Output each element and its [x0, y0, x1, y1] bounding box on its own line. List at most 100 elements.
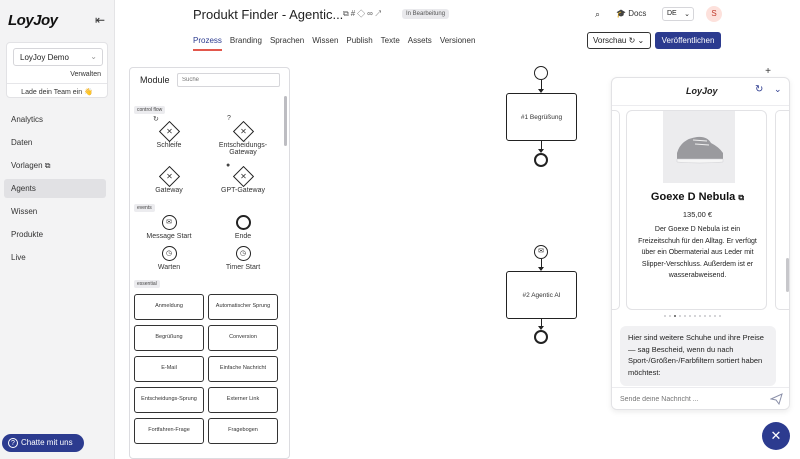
- tab-branding[interactable]: Branding: [229, 36, 262, 45]
- module-conversion[interactable]: Conversion: [208, 325, 278, 351]
- module-timer-start[interactable]: ◷ Timer Start: [208, 246, 278, 271]
- carousel-prev-card[interactable]: [612, 110, 620, 310]
- module-externer-link[interactable]: Externer Link: [208, 387, 278, 413]
- refresh-icon[interactable]: ↻: [755, 84, 764, 95]
- module-anmeldung[interactable]: Anmeldung: [134, 294, 204, 320]
- search-icon[interactable]: ⌕: [595, 9, 601, 19]
- tag-icon[interactable]: ◇: [357, 9, 368, 18]
- product-description: Der Goexe D Nebula ist ein Freizeitschuh…: [638, 226, 757, 279]
- sidebar-item-vorlagen[interactable]: Vorlagen ⧉: [11, 161, 51, 170]
- tab-sprachen[interactable]: Sprachen: [269, 36, 305, 45]
- product-name[interactable]: Goexe D Nebula ⧉: [627, 191, 768, 203]
- carousel-dots[interactable]: [664, 315, 721, 317]
- chevron-down-icon[interactable]: ⌄: [774, 84, 782, 94]
- tab-versionen[interactable]: Versionen: [439, 36, 476, 45]
- modules-search-input[interactable]: [177, 73, 280, 87]
- loop-icon: ↻: [153, 116, 159, 123]
- module-warten[interactable]: ◷ Warten: [134, 246, 204, 271]
- chat-with-us-button[interactable]: ?Chatte mit uns: [2, 434, 84, 452]
- trend-icon[interactable]: ↗: [374, 9, 384, 18]
- sidebar-item-live[interactable]: Live: [11, 253, 26, 262]
- module-entscheidungs-gateway[interactable]: ✕ Entscheidungs-Gateway: [208, 120, 278, 156]
- page-title[interactable]: Produkt Finder - Agentic...: [193, 7, 344, 22]
- chat-header: LoyJoy ↻ ⌄: [612, 78, 789, 106]
- carousel-dot[interactable]: [699, 315, 701, 317]
- carousel-next-card[interactable]: [775, 110, 789, 310]
- module-gateway[interactable]: ✕ Gateway: [134, 165, 204, 194]
- carousel-dot[interactable]: [689, 315, 691, 317]
- tab-texte[interactable]: Texte: [380, 36, 400, 45]
- end-event-icon: [235, 215, 251, 230]
- module-automatischer-sprung[interactable]: Automatischer Sprung: [208, 294, 278, 320]
- chat-widget: LoyJoy ↻ ⌄ Goexe D Nebula ⧉ 135,00 € Der…: [611, 77, 790, 410]
- flow-connector: [540, 259, 542, 267]
- flow-node-agentic-ai[interactable]: #2 Agentic AI: [506, 271, 577, 319]
- gateway-x-icon: ✕: [232, 165, 254, 188]
- carousel-dot[interactable]: [719, 315, 721, 317]
- carousel-dot[interactable]: [694, 315, 696, 317]
- org-select[interactable]: LoyJoy Demo ⌄: [13, 48, 103, 66]
- module-schleife[interactable]: ✕ Schleife: [134, 120, 204, 149]
- section-events: events: [134, 204, 155, 212]
- carousel-dot[interactable]: [669, 315, 671, 317]
- chat-scrollbar[interactable]: [786, 258, 789, 292]
- carousel-dot[interactable]: [664, 315, 666, 317]
- module-begruessung[interactable]: Begrüßung: [134, 325, 204, 351]
- module-fortfahren-frage[interactable]: Fortfahren-Frage: [134, 418, 204, 444]
- flow-start-event[interactable]: [534, 66, 548, 80]
- carousel-dot[interactable]: [684, 315, 686, 317]
- collapse-sidebar-icon[interactable]: ⇤: [95, 13, 106, 27]
- flow-arrowhead: [538, 89, 544, 93]
- module-ende[interactable]: Ende: [208, 215, 278, 240]
- carousel-dot[interactable]: [704, 315, 706, 317]
- flow-end-event[interactable]: [534, 330, 548, 344]
- publish-button[interactable]: Veröffentlichen: [655, 32, 721, 49]
- module-message-start[interactable]: ✉ Message Start: [134, 215, 204, 240]
- org-box: LoyJoy Demo ⌄ Verwalten Lade dein Team e…: [6, 42, 108, 98]
- carousel-dot[interactable]: [709, 315, 711, 317]
- module-gpt-gateway[interactable]: ✕ GPT-Gateway: [208, 165, 278, 194]
- module-entscheidungs-sprung[interactable]: Entscheidungs-Sprung: [134, 387, 204, 413]
- chat-message-input[interactable]: [612, 387, 789, 409]
- module-email[interactable]: E-Mail: [134, 356, 204, 382]
- external-link-icon: ⧉: [738, 193, 745, 202]
- flow-node-begruessung[interactable]: #1 Begrüßung: [506, 93, 577, 141]
- copy-icon[interactable]: ⧉: [343, 9, 351, 18]
- invite-team-link[interactable]: Lade dein Team ein 👋: [7, 83, 107, 96]
- tab-prozess[interactable]: Prozess: [193, 36, 222, 51]
- docs-link[interactable]: 🎓 Docs: [616, 9, 646, 18]
- tab-assets[interactable]: Assets: [407, 36, 432, 45]
- carousel-dot[interactable]: [714, 315, 716, 317]
- tab-bar: Prozess Branding Sprachen Wissen Publish…: [193, 36, 475, 51]
- flow-end-event[interactable]: [534, 153, 548, 167]
- language-select[interactable]: DE ⌄: [662, 7, 694, 21]
- module-einfache-nachricht[interactable]: Einfache Nachricht: [208, 356, 278, 382]
- module-label: Schleife: [156, 142, 182, 149]
- flow-connector: [540, 141, 542, 150]
- section-control-flow: control flow: [134, 106, 166, 114]
- preview-button[interactable]: Vorschau ↻ ⌄: [587, 32, 651, 49]
- close-chat-button[interactable]: ✕: [762, 422, 790, 450]
- tab-publish[interactable]: Publish: [346, 36, 373, 45]
- link-icon[interactable]: ∞: [367, 9, 375, 18]
- message-start-event-icon[interactable]: ✉: [534, 245, 548, 259]
- manage-link[interactable]: Verwalten: [70, 71, 101, 78]
- avatar[interactable]: S: [706, 6, 722, 22]
- sidebar-item-analytics[interactable]: Analytics: [11, 115, 44, 124]
- sidebar-item-produkte[interactable]: Produkte: [11, 230, 44, 239]
- flow-node-label: #2 Agentic AI: [522, 291, 561, 299]
- carousel-dot[interactable]: [679, 315, 681, 317]
- carousel-dot[interactable]: [674, 315, 676, 317]
- module-fragebogen[interactable]: Fragebogen: [208, 418, 278, 444]
- sidebar-item-agents[interactable]: Agents: [4, 179, 106, 198]
- hash-icon[interactable]: #: [350, 9, 358, 18]
- sidebar-item-wissen[interactable]: Wissen: [11, 207, 38, 216]
- modules-scrollbar[interactable]: [284, 96, 287, 146]
- tab-wissen[interactable]: Wissen: [312, 36, 339, 45]
- zoom-in-icon[interactable]: +: [765, 66, 771, 77]
- send-icon[interactable]: [769, 392, 783, 409]
- logo: LoyJoy: [8, 12, 58, 29]
- sidebar-item-daten[interactable]: Daten: [11, 138, 33, 147]
- chat-with-us-label: Chatte mit uns: [21, 438, 73, 447]
- product-card[interactable]: Goexe D Nebula ⧉ 135,00 € Der Goexe D Ne…: [626, 110, 767, 310]
